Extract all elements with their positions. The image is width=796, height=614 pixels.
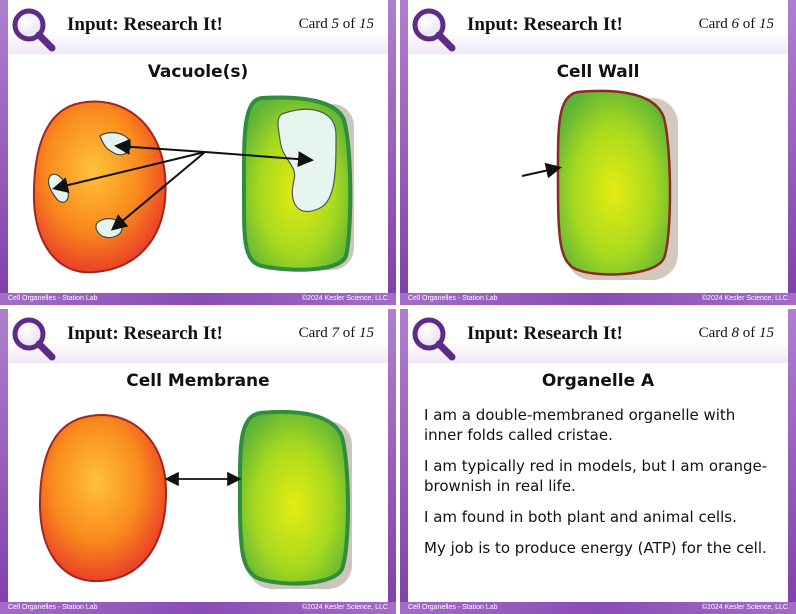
card-number: Card 8 of 15 — [698, 325, 774, 341]
clue-list: I am a double-membraned organelle with i… — [424, 405, 774, 569]
card-title: Input: Research It! — [67, 14, 223, 35]
vacuole-diagram — [32, 95, 354, 274]
card-number: Card 5 of 15 — [298, 16, 374, 32]
card-topic: Cell Membrane — [126, 371, 270, 391]
clue-4: My job is to produce energy (ATP) for th… — [424, 539, 767, 557]
card-footer: Cell Organelles - Station Lab©2024 Kesle… — [400, 293, 796, 305]
card-title: Input: Research It! — [467, 323, 623, 344]
card-8: Input: Research It! Card 8 of 15 Organel… — [400, 309, 796, 614]
card-border-left — [400, 0, 408, 305]
card-border-right — [788, 0, 796, 305]
card-border-left — [400, 309, 408, 614]
magnifying-glass-icon — [412, 8, 456, 52]
clue-2: I am typically red in models, but I am o… — [424, 457, 768, 495]
magnifying-glass-icon — [12, 8, 56, 52]
card-title: Input: Research It! — [467, 14, 623, 35]
card-footer: Cell Organelles - Station Lab©2024 Kesle… — [0, 602, 396, 614]
clue-1: I am a double-membraned organelle with i… — [424, 406, 736, 444]
card-border-right — [388, 309, 396, 614]
plant-cell — [556, 89, 672, 276]
magnifying-glass-icon — [12, 317, 56, 361]
card-border-right — [788, 309, 796, 614]
card-footer: Cell Organelles - Station Lab©2024 Kesle… — [0, 293, 396, 305]
card-title: Input: Research It! — [67, 323, 223, 344]
cell-membrane-diagram — [38, 409, 352, 589]
card-footer: Cell Organelles - Station Lab©2024 Kesle… — [400, 602, 796, 614]
vacuole-small-3 — [95, 218, 123, 239]
card-6: Input: Research It! Card 6 of 15 Cell Wa… — [400, 0, 796, 305]
plant-cell — [237, 409, 350, 586]
card-5: Input: Research It! Card 5 of 15 Vacuole… — [0, 0, 396, 305]
card-topic: Vacuole(s) — [147, 62, 249, 82]
animal-cell — [32, 100, 167, 274]
card-number: Card 7 of 15 — [298, 325, 374, 341]
card-topic: Organelle A — [541, 371, 655, 391]
clue-3: I am found in both plant and animal cell… — [424, 508, 737, 526]
card-7: Input: Research It! Card 7 of 15 Cell Me… — [0, 309, 396, 614]
animal-cell — [38, 414, 168, 583]
card-border-left — [0, 309, 8, 614]
magnifying-glass-icon — [412, 317, 456, 361]
card-number: Card 6 of 15 — [698, 16, 774, 32]
cell-wall-diagram — [521, 89, 678, 280]
card-border-left — [0, 0, 8, 305]
card-border-right — [388, 0, 396, 305]
card-topic: Cell Wall — [556, 62, 640, 82]
